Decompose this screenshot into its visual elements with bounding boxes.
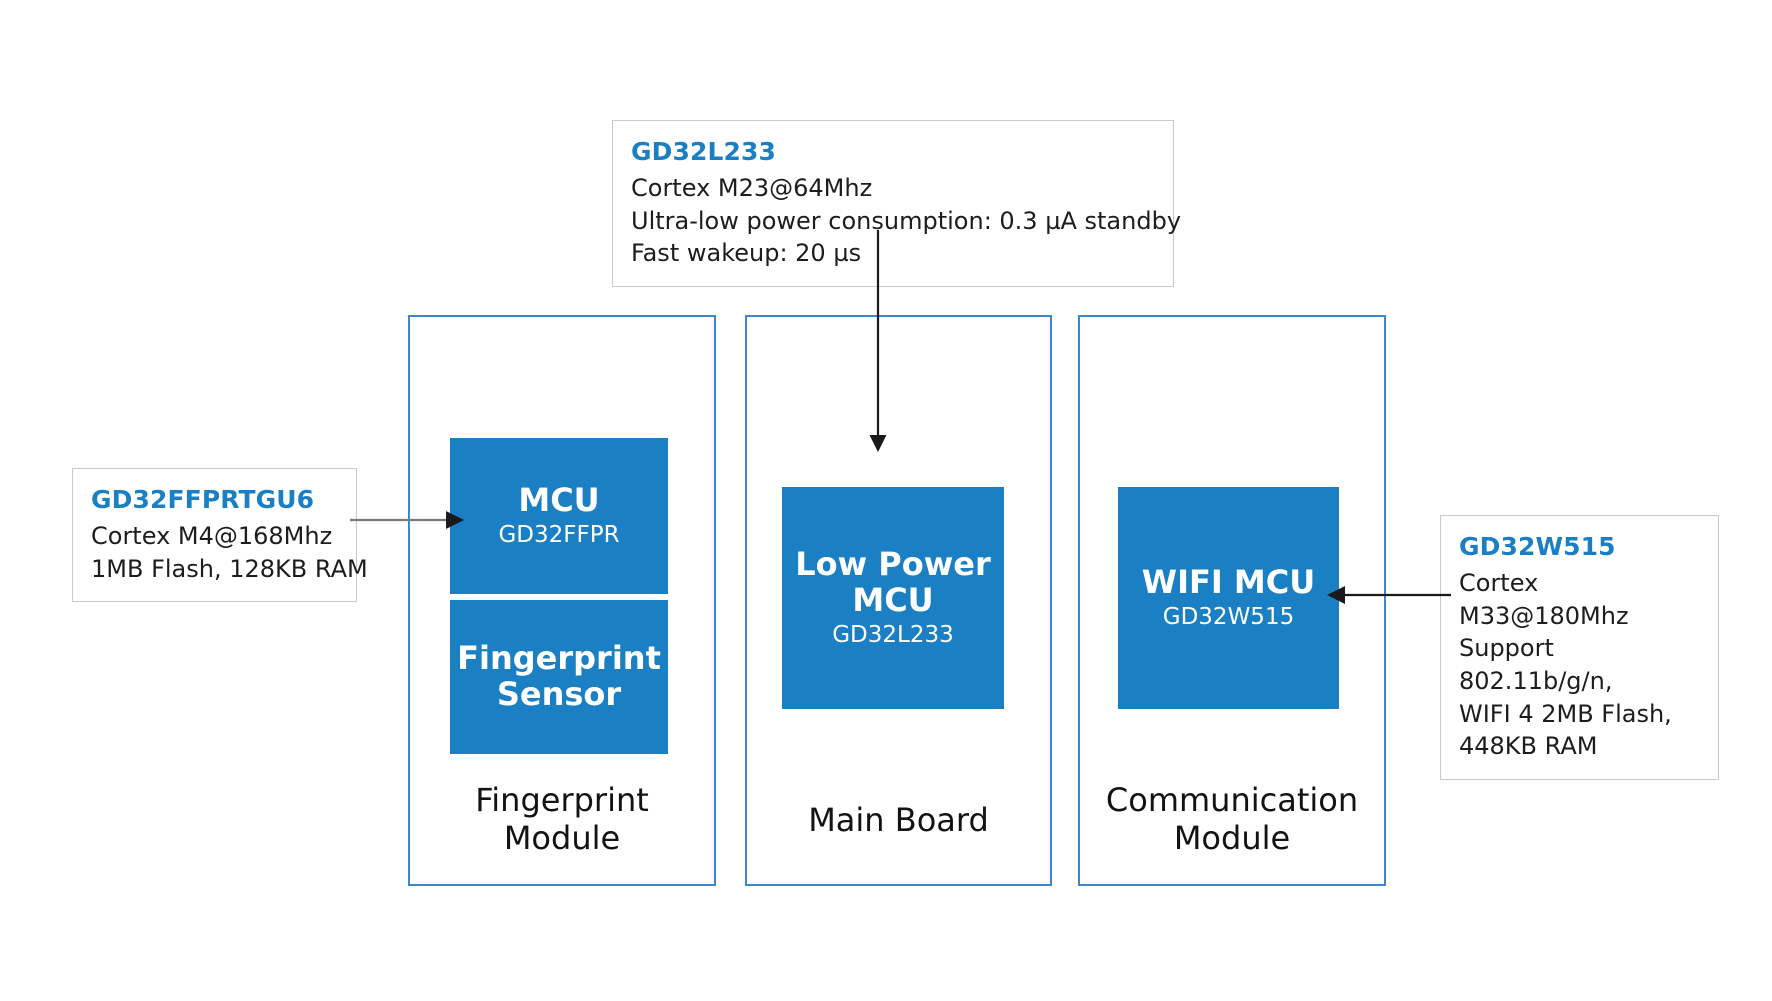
chip-wifi-mcu: WIFI MCU GD32W515 xyxy=(1118,487,1339,709)
chip-wifi-mcu-title: WIFI MCU xyxy=(1141,562,1316,601)
callout-gd32w515-line-2: Support 802.11b/g/n, xyxy=(1459,634,1613,695)
callout-gd32w515-line-4: 448KB RAM xyxy=(1459,732,1598,761)
chip-low-power-mcu-title-line1: Low Power xyxy=(795,544,991,583)
module-fingerprint-label: Fingerprint Module xyxy=(408,781,716,858)
chip-mcu-part: GD32FFPR xyxy=(498,521,620,548)
chip-fingerprint-sensor: Fingerprint Sensor xyxy=(450,600,668,754)
callout-gd32w515-title: GD32W515 xyxy=(1459,532,1616,561)
module-communication-label-line1: Communication xyxy=(1105,781,1359,819)
module-main-board-label: Main Board xyxy=(745,801,1052,840)
callout-gd32l233-line-2: Ultra-low power consumption: 0.3 µA stan… xyxy=(631,206,1182,235)
callout-gd32ffprtgu6: GD32FFPRTGU6 Cortex M4@168Mhz 1MB Flash,… xyxy=(72,468,368,603)
module-communication-label-line2: Module xyxy=(1173,818,1291,857)
module-communication-label: Communication Module xyxy=(1078,781,1386,858)
chip-low-power-mcu-title-line2: MCU xyxy=(852,580,934,619)
callout-gd32l233-line-1: Cortex M23@64Mhz xyxy=(631,174,873,202)
callout-gd32w515: GD32W515 Cortex M33@180Mhz Support 802.1… xyxy=(1440,515,1719,780)
module-main-board-label-line1: Main Board xyxy=(808,801,989,839)
callout-gd32ffprtgu6-title: GD32FFPRTGU6 xyxy=(91,485,315,514)
chip-low-power-mcu-part: GD32L233 xyxy=(832,621,954,648)
callout-gd32w515-line-1: Cortex M33@180Mhz xyxy=(1459,569,1629,630)
callout-gd32l233-title: GD32L233 xyxy=(631,137,776,166)
callout-gd32l233-line-3: Fast wakeup: 20 µs xyxy=(631,239,862,268)
callout-gd32l233: GD32L233 Cortex M23@64Mhz Ultra-low powe… xyxy=(612,120,1182,287)
connector-gd32l233-to-low-power-mcu xyxy=(869,230,887,452)
callout-gd32ffprtgu6-line-1: Cortex M4@168Mhz xyxy=(91,522,333,550)
callout-gd32w515-line-3: WIFI 4 2MB Flash, xyxy=(1459,699,1672,728)
chip-fingerprint-sensor-title-line2: Sensor xyxy=(496,675,622,713)
module-fingerprint-label-line2: Module xyxy=(503,818,621,857)
connector-gd32ffprtgu6-to-mcu xyxy=(350,511,464,529)
chip-mcu-title: MCU xyxy=(518,480,600,519)
chip-fingerprint-sensor-title-line1: Fingerprint xyxy=(457,639,661,678)
module-fingerprint-label-line1: Fingerprint xyxy=(475,781,649,819)
chip-wifi-mcu-part: GD32W515 xyxy=(1162,603,1295,630)
callout-gd32ffprtgu6-line-2: 1MB Flash, 128KB RAM xyxy=(91,554,368,583)
chip-low-power-mcu: Low Power MCU GD32L233 xyxy=(782,487,1004,709)
chip-mcu: MCU GD32FFPR xyxy=(450,438,668,594)
connector-gd32w515-to-wifi-mcu xyxy=(1327,586,1451,604)
